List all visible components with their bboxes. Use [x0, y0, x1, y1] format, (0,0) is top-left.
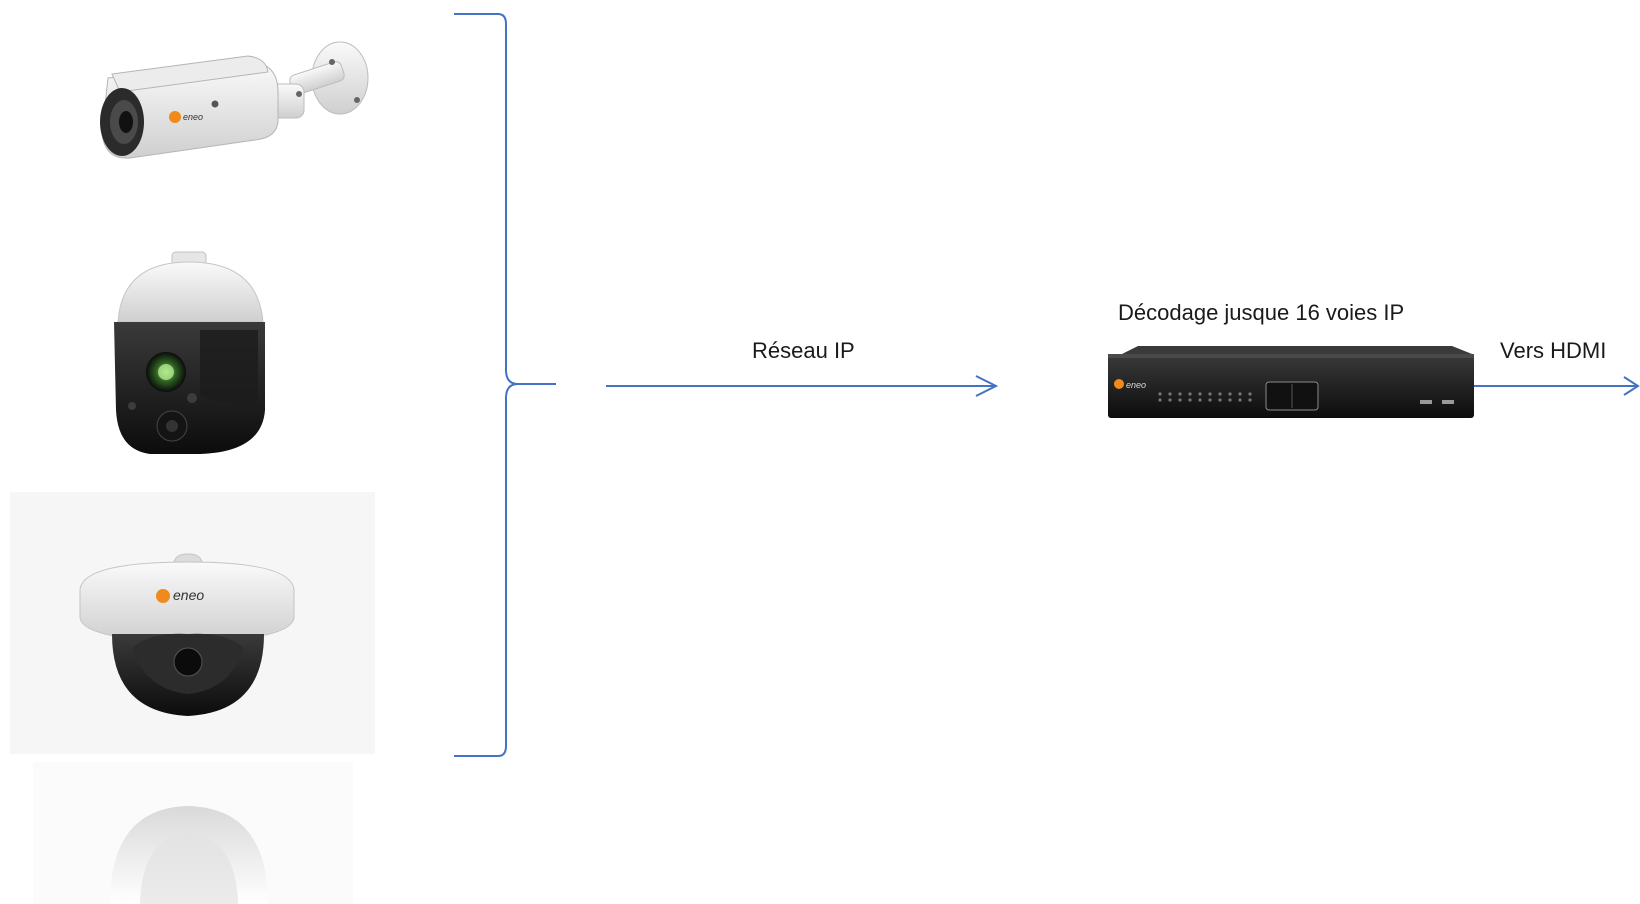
network-arrow: [606, 375, 999, 397]
hdmi-label: Vers HDMI: [1500, 338, 1607, 363]
svg-text:eneo: eneo: [183, 112, 203, 122]
camera-group-brace: [454, 13, 556, 757]
svg-text:eneo: eneo: [173, 587, 204, 603]
network-label: Réseau IP: [752, 338, 855, 363]
bullet-camera-icon: eneo: [100, 41, 369, 159]
dome-camera-icon: eneo: [10, 492, 375, 754]
hdmi-arrow: [1474, 376, 1640, 396]
svg-text:eneo: eneo: [1126, 380, 1146, 390]
decoder-box-icon: eneo: [1108, 346, 1474, 418]
faded-dome-camera-icon: [33, 762, 353, 904]
ptz-dome-camera-icon: [114, 251, 265, 454]
decoder-label: Décodage jusque 16 voies IP: [1118, 300, 1405, 325]
